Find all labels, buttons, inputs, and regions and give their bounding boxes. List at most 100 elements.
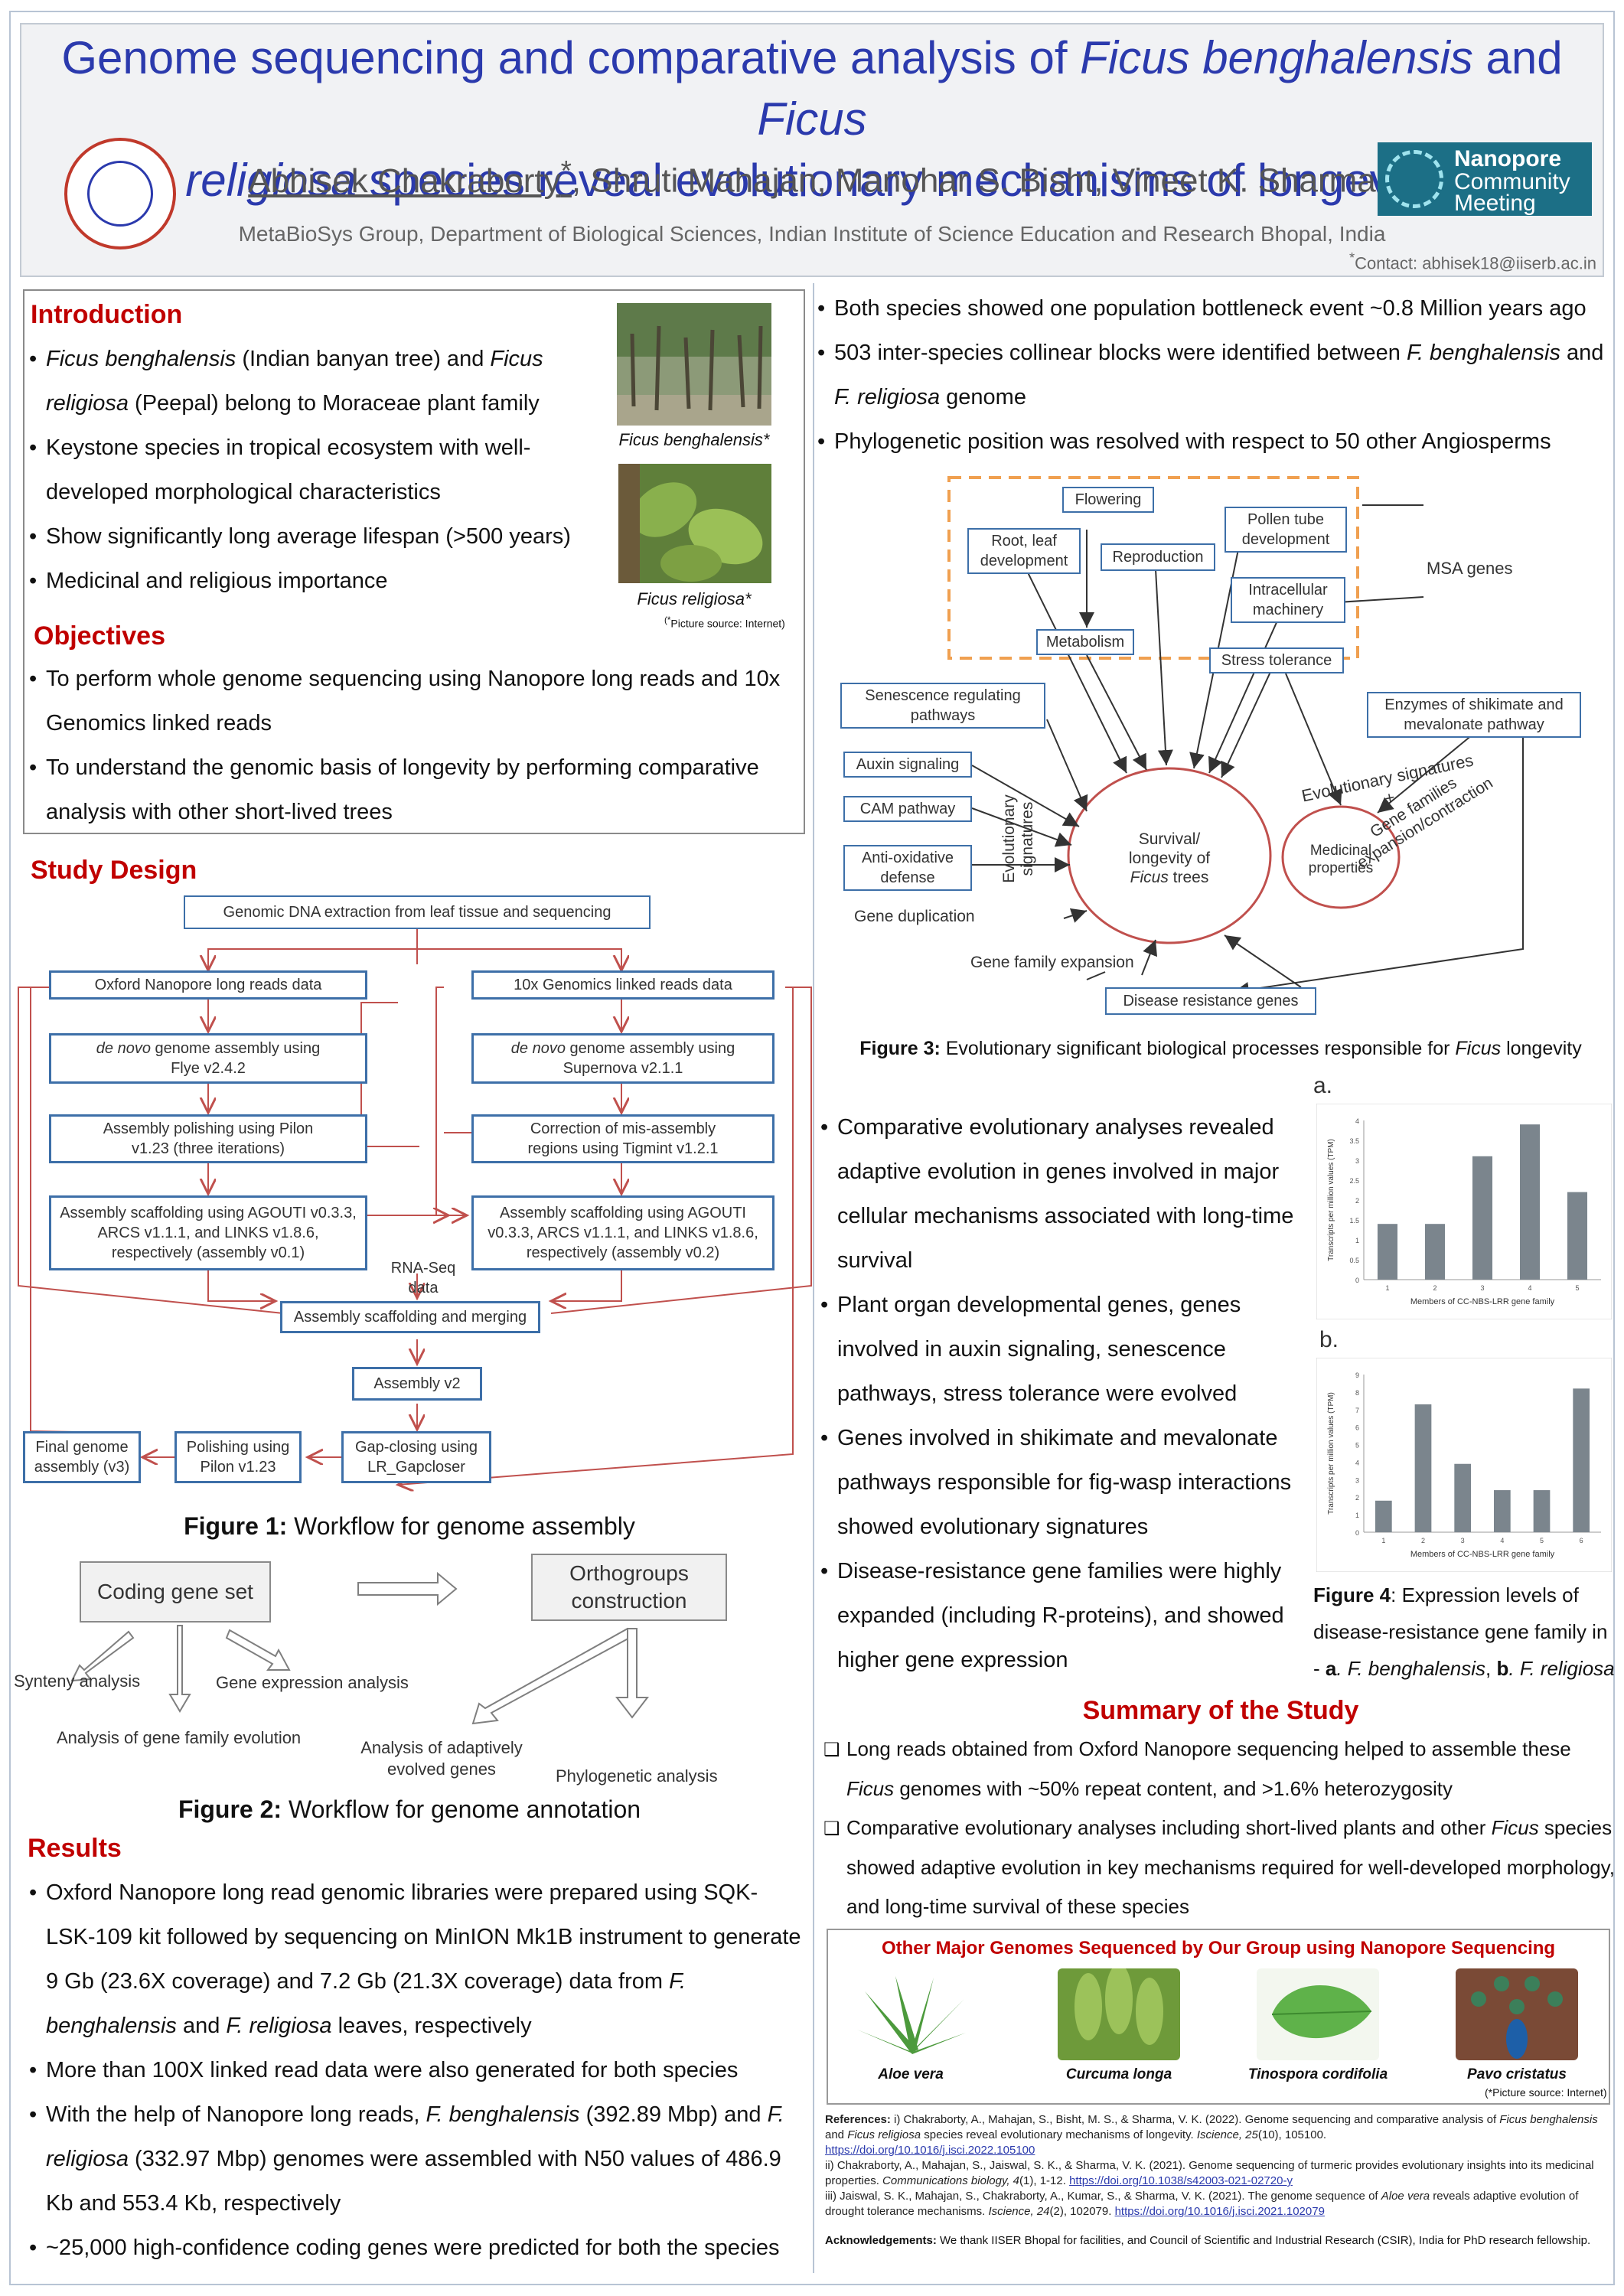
gene-family-evolution-label: Analysis of gene family evolution xyxy=(57,1728,302,1747)
curcuma-longa-image xyxy=(1058,1968,1180,2060)
fig3-gene-duplication: Gene duplication xyxy=(854,908,975,925)
bar xyxy=(1454,1463,1472,1532)
fig3-auxin: Auxin signaling xyxy=(843,752,972,778)
x-tick-label: 6 xyxy=(1580,1537,1583,1544)
node-tigmint-correction: Correction of mis-assembly regions using… xyxy=(471,1114,774,1163)
fig3-msa-genes: MSA genes xyxy=(1427,559,1513,578)
synteny-analysis-label: Synteny analysis xyxy=(14,1671,141,1691)
x-tick-label: 1 xyxy=(1385,1284,1389,1292)
summary-bullet: Long reads obtained from Oxford Nanopore… xyxy=(823,1730,1615,1808)
node-ont-data: Oxford Nanopore long reads data xyxy=(49,970,367,1000)
y-tick-label: 4 xyxy=(1355,1459,1359,1466)
results-bullets: Oxford Nanopore long read genomic librar… xyxy=(29,1870,802,2270)
y-tick-label: 3 xyxy=(1355,1476,1359,1484)
node-pilon-polishing: Assembly polishing using Pilon v1.23 (th… xyxy=(49,1114,367,1163)
x-tick-label: 3 xyxy=(1480,1284,1484,1292)
poster-frame xyxy=(9,11,1615,2285)
reference-link[interactable]: https://doi.org/10.1016/j.isci.2021.1020… xyxy=(1114,2205,1325,2218)
fig3-anti-oxidative: Anti-oxidative defense xyxy=(843,845,972,891)
y-tick-label: 1.5 xyxy=(1349,1217,1359,1225)
right-bullet: 503 inter-species collinear blocks were … xyxy=(817,331,1621,419)
adaptive-genes-label: Analysis of adaptively evolved genes xyxy=(360,1738,523,1779)
intro-bullet: Show significantly long average lifespan… xyxy=(29,514,618,559)
bar xyxy=(1424,1224,1446,1280)
phylogenetic-analysis-label: Phylogenetic analysis xyxy=(556,1766,718,1786)
y-tick-label: 5 xyxy=(1355,1442,1359,1450)
y-tick-label: 3 xyxy=(1355,1157,1359,1165)
genomes-picture-source: (*Picture source: Internet) xyxy=(1485,2086,1607,2099)
figure3-caption: Figure 3: Evolutionary significant biolo… xyxy=(859,1038,1582,1059)
right-bullet: Phylogenetic position was resolved with … xyxy=(817,419,1621,464)
y-tick-label: 1 xyxy=(1355,1237,1359,1244)
fig3-pollen-tube: Pollen tube development xyxy=(1225,507,1347,553)
affiliation: MetaBioSys Group, Department of Biologic… xyxy=(238,222,1386,246)
y-tick-label: 8 xyxy=(1355,1389,1359,1397)
objective-bullet: To perform whole genome sequencing using… xyxy=(29,657,794,745)
x-tick-label: 5 xyxy=(1540,1537,1544,1544)
y-axis-label: Transcripts per million values (TPM) xyxy=(1327,1139,1335,1261)
x-tick-label: 3 xyxy=(1461,1537,1465,1544)
y-tick-label: 9 xyxy=(1355,1371,1359,1379)
bar xyxy=(1472,1156,1493,1280)
photo-source-note: (*Picture source: Internet) xyxy=(664,615,785,630)
objective-bullet: To understand the genomic basis of longe… xyxy=(29,745,794,834)
node-scaffolding-merging: Assembly scaffolding and merging xyxy=(280,1301,540,1333)
contact-email: *Contact: abhisek18@iiserb.ac.in xyxy=(1349,249,1596,273)
y-tick-label: 0 xyxy=(1355,1529,1359,1537)
aloe-vera-image xyxy=(850,1968,972,2060)
y-tick-label: 2.5 xyxy=(1349,1177,1359,1185)
other-genomes-box: Other Major Genomes Sequenced by Our Gro… xyxy=(827,1929,1610,2105)
results-bullet: Oxford Nanopore long read genomic librar… xyxy=(29,1870,802,2048)
bar xyxy=(1573,1388,1590,1532)
figure1-caption: Figure 1: Workflow for genome assembly xyxy=(184,1512,635,1540)
summary-bullets: Long reads obtained from Oxford Nanopore… xyxy=(823,1730,1615,1926)
x-tick-label: 1 xyxy=(1381,1537,1385,1544)
genome-name: Aloe vera xyxy=(878,2066,944,2082)
intro-bullets: Ficus benghalensis (Indian banyan tree) … xyxy=(29,337,618,603)
node-assembly-v2: Assembly v2 xyxy=(352,1367,482,1401)
fig3-senescence: Senescence regulating pathways xyxy=(840,683,1045,729)
fig3-metabolism: Metabolism xyxy=(1036,629,1134,655)
summary-bullet: Comparative evolutionary analyses includ… xyxy=(823,1808,1615,1926)
ncm-logo-mark-icon xyxy=(1385,150,1443,208)
intro-bullet: Ficus benghalensis (Indian banyan tree) … xyxy=(29,337,618,426)
fig3-root-leaf: Root, leaf development xyxy=(967,528,1081,574)
y-tick-label: 1 xyxy=(1355,1512,1359,1519)
fig3-reproduction: Reproduction xyxy=(1101,543,1215,571)
x-tick-label: 4 xyxy=(1528,1284,1531,1292)
node-gap-closing: Gap-closing using LR_Gapcloser xyxy=(341,1431,491,1483)
poster-title: Genome sequencing and comparative analys… xyxy=(61,32,1563,206)
fig3-flowering: Flowering xyxy=(1062,487,1154,513)
results-bullet: With the help of Nanopore long reads, F.… xyxy=(29,2092,802,2226)
iiser-logo xyxy=(64,138,176,249)
chart-frame xyxy=(1316,1104,1612,1319)
node-polishing: Polishing using Pilon v1.23 xyxy=(174,1431,302,1483)
bar xyxy=(1493,1490,1511,1532)
y-tick-label: 4 xyxy=(1355,1117,1359,1125)
first-author: Abhisek Chakraborty* xyxy=(248,155,572,200)
reference-link[interactable]: https://doi.org/10.1016/j.isci.2022.1051… xyxy=(825,2144,1035,2157)
x-axis-label: Members of CC-NBS-LRR gene family xyxy=(1410,1550,1555,1559)
fig3-enzymes: Enzymes of shikimate and mevalonate path… xyxy=(1367,692,1581,738)
intro-bullet: Keystone species in tropical ecosystem w… xyxy=(29,426,618,514)
tinospora-cordifolia-image xyxy=(1257,1968,1379,2060)
node-scaffolding-v02: Assembly scaffolding using AGOUTI v0.3.3… xyxy=(471,1195,774,1270)
right-bullet: Both species showed one population bottl… xyxy=(817,286,1621,331)
orthogroups-box: Orthogroups construction xyxy=(531,1554,727,1621)
reference-link[interactable]: https://doi.org/10.1038/s42003-021-02720… xyxy=(1069,2174,1293,2187)
peepal-leaf-photo xyxy=(618,464,771,583)
fig3-stress-tolerance: Stress tolerance xyxy=(1209,647,1344,673)
column-divider xyxy=(813,283,814,2273)
genome-name: Curcuma longa xyxy=(1065,2066,1172,2082)
intro-bullet: Medicinal and religious importance xyxy=(29,559,618,603)
poster-header xyxy=(20,23,1604,277)
right-mid-bullet: Genes involved in shikimate and mevalona… xyxy=(820,1416,1310,1549)
author-list: Abhisek Chakraborty*, Shruti Mahajan, Ma… xyxy=(248,155,1376,200)
bar xyxy=(1519,1124,1541,1280)
node-10x-data: 10x Genomics linked reads data xyxy=(471,970,774,1000)
